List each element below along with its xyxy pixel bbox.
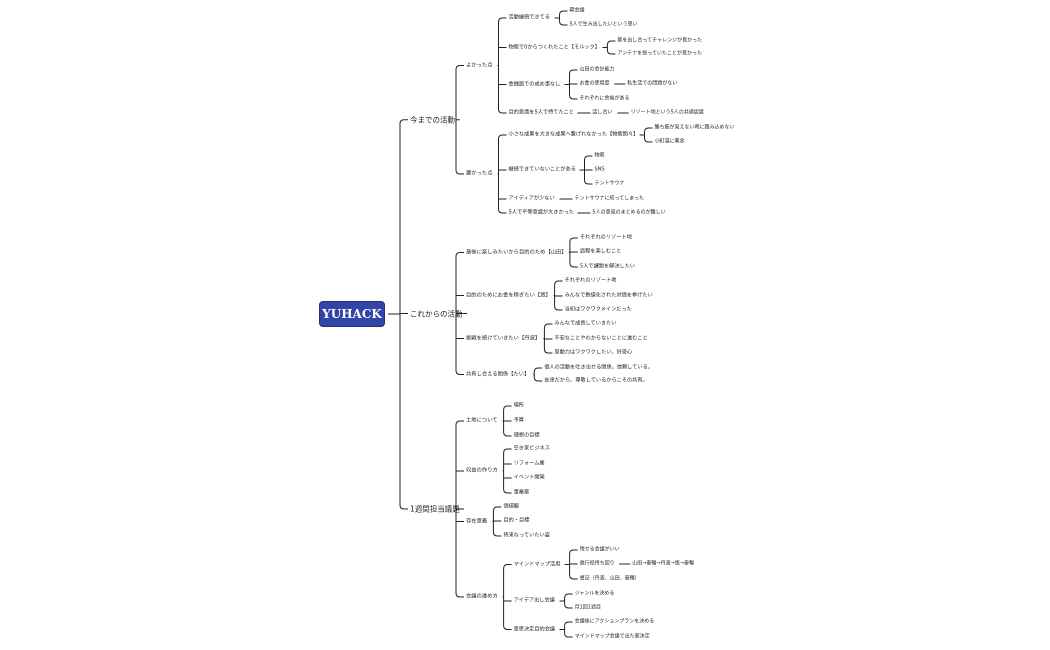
connector-bracket — [559, 10, 568, 26]
node-depth-3[interactable]: 友達だから、尊敬しているからこその共有。 — [544, 377, 648, 384]
connector-bracket — [455, 65, 464, 175]
node-depth-4[interactable]: 残せる会議がいい — [579, 546, 620, 553]
node-depth-3[interactable]: リフォーム業 — [513, 460, 545, 467]
node-depth-3[interactable]: 当初はワクワクメインだった — [564, 306, 632, 313]
node-depth-2[interactable]: 共有し合える関係【たい】 — [466, 370, 530, 377]
node-depth-4[interactable]: 5人の意見のまとめるのが難しい — [592, 209, 666, 216]
node-depth-3[interactable]: 5人で平等意識が大きかった — [508, 209, 575, 216]
node-depth-3[interactable]: 空き家ビジネス — [513, 445, 550, 452]
node-depth-3[interactable]: 意思決定目的会議 — [513, 625, 556, 632]
node-depth-4[interactable]: 5人で生み出したいという思い — [569, 21, 638, 28]
connector-bracket — [498, 134, 507, 214]
node-depth-4[interactable]: 進行役持ち回り — [579, 560, 615, 567]
node-depth-3[interactable]: アイデア出し会議 — [513, 597, 555, 604]
node-depth-4[interactable]: テントサウナに絞ってしまった — [574, 195, 645, 202]
node-depth-4[interactable]: 書記（丹波、山田、泰暢） — [579, 575, 640, 582]
node-depth-3[interactable]: 個人の活動を吐き出せる関係。信頼している。 — [544, 364, 653, 371]
node-depth-3[interactable]: アイディアが少ない — [508, 195, 555, 202]
connector-bracket — [498, 17, 507, 114]
node-depth-2[interactable]: 挑戦を続けていきたい【丹波】 — [466, 334, 541, 341]
node-depth-3[interactable]: 小さな成果を大きな成果へ繋げれなかった【物販関々】 — [508, 131, 639, 138]
node-depth-3[interactable]: 場所 — [513, 402, 524, 409]
node-depth-3[interactable]: 不安なことやわからないことに進むこと — [554, 335, 648, 342]
node-depth-3[interactable]: 目的・目標 — [503, 517, 530, 524]
node-depth-4[interactable]: 月1回1週目 — [574, 604, 601, 611]
node-depth-3[interactable]: みんなで数値化された対価を挙げたい — [564, 292, 653, 299]
node-depth-4[interactable]: それぞれに余裕がある — [579, 95, 630, 102]
node-depth-4[interactable]: テントサウナ — [594, 180, 625, 187]
node-depth-3[interactable]: みんなで成長していきたい — [554, 320, 617, 327]
node-depth-3[interactable]: イベント開発 — [513, 474, 545, 481]
connector-bracket — [533, 367, 543, 382]
node-depth-3[interactable]: それぞれのリゾート地 — [579, 234, 632, 241]
node-depth-4[interactable]: マインドマップ会議で出た案決定 — [574, 633, 650, 640]
node-depth-3[interactable]: 活動継続できてる — [508, 14, 551, 21]
connector-bracket — [644, 127, 653, 143]
node-depth-3[interactable]: 事業案 — [513, 489, 530, 496]
node-depth-2[interactable]: 悪かった点 — [466, 170, 493, 177]
node-depth-4[interactable]: 朝会議 — [569, 7, 585, 14]
node-depth-3[interactable]: 価値観 — [503, 503, 519, 510]
node-depth-2[interactable]: よかった点 — [466, 61, 493, 68]
node-depth-3[interactable]: 将来なっていたい姿 — [503, 532, 550, 539]
node-depth-2[interactable]: 目的のためにお金を稼ぎたい【悠】 — [466, 291, 551, 298]
node-depth-4[interactable]: アンテナを張っていたことが良かった — [617, 50, 702, 57]
node-depth-4[interactable]: 勝ち筋が見えない時に踏み込めない — [654, 124, 735, 131]
connector-bracket — [455, 420, 464, 598]
node-depth-4[interactable]: お金の使用度 — [579, 80, 610, 87]
node-depth-1[interactable]: これからの活動 — [410, 308, 463, 318]
node-depth-4[interactable]: 案を出し合ってチャレンジが良かった — [617, 37, 703, 44]
node-depth-3[interactable]: 予算 — [513, 417, 524, 424]
node-depth-3[interactable]: 目的意識を5人で持てたこと — [508, 109, 575, 116]
node-depth-1[interactable]: 1週間担当議題 — [410, 504, 460, 514]
connector-bracket — [564, 621, 573, 638]
node-depth-4[interactable]: 会議後にアクションプランを決める — [574, 618, 655, 625]
node-depth-1[interactable]: 今までの活動 — [410, 115, 455, 124]
node-depth-3[interactable]: マインドマップ活用 — [513, 560, 561, 567]
connector-bracket — [564, 593, 573, 609]
connector-bracket — [399, 119, 408, 510]
node-depth-3[interactable]: それぞれのリゾート地 — [564, 277, 617, 284]
node-depth-2[interactable]: 収益の作り方 — [466, 467, 498, 474]
connector-bracket — [503, 564, 512, 630]
connector-bracket — [606, 40, 616, 55]
node-depth-2[interactable]: 会議の進め方 — [466, 593, 498, 600]
node-depth-4[interactable]: 小町湯に著念 — [654, 138, 685, 145]
node-depth-4[interactable]: SNS — [594, 166, 605, 173]
node-depth-3[interactable]: 物販で0からつくれたこと【モルック】 — [508, 43, 601, 50]
node-depth-5[interactable]: 私生活での問題がない — [627, 80, 678, 87]
node-depth-2[interactable]: 最後に楽しみたいから目的のため【山田】 — [466, 248, 567, 255]
node-depth-4[interactable]: 物販 — [594, 152, 605, 159]
node-depth-5[interactable]: リゾート地という5人の共通認識 — [630, 109, 704, 116]
node-depth-4[interactable]: 話し合い — [592, 109, 613, 116]
connector-bracket — [455, 252, 464, 375]
node-depth-4[interactable]: 山田の会計能力 — [579, 66, 615, 73]
node-depth-4[interactable]: ジャンルを決める — [574, 590, 615, 597]
node-depth-3[interactable]: 5人で課題を解決したい — [579, 263, 636, 270]
node-depth-2[interactable]: 存在意義 — [466, 517, 488, 524]
node-depth-3[interactable]: 継続できていないことがある — [508, 166, 576, 173]
node-depth-2[interactable]: 土地について — [466, 417, 498, 424]
connector-bracket — [503, 448, 512, 494]
node-depth-3[interactable]: 理想の目標 — [513, 432, 540, 439]
node-depth-3[interactable]: 原動力はワクワクしたい。好奇心 — [554, 349, 633, 356]
root-node[interactable]: YUHACK — [320, 302, 384, 326]
node-depth-3[interactable]: 金銭面での成め事なし — [508, 80, 561, 87]
node-depth-3[interactable]: 過程を楽しむこと — [579, 248, 622, 255]
node-depth-5[interactable]: 山田→泰暢→丹波→悠→泰暢 — [632, 560, 694, 567]
